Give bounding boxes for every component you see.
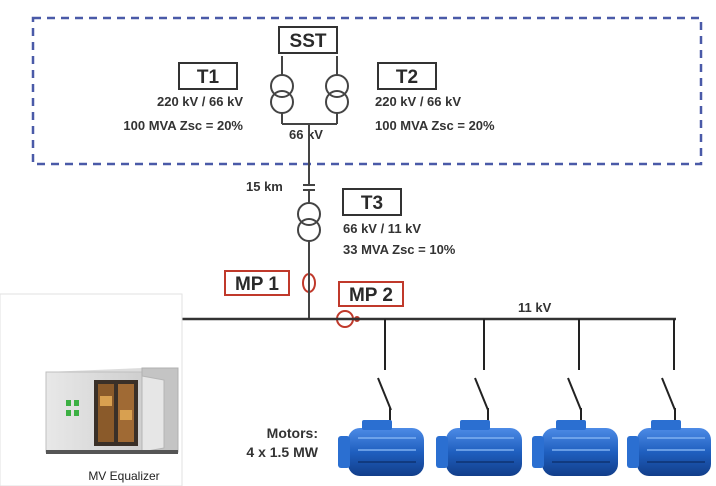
bus-11kv-label: 11 kV (518, 300, 552, 315)
t3-box: T3 (342, 188, 402, 216)
motor-1 (338, 420, 424, 476)
t3-transformer-symbol (297, 202, 321, 272)
t2-spec: 100 MVA Zsc = 20% (375, 118, 495, 133)
motor-feeder-4 (661, 319, 676, 428)
motor-feeder-2 (474, 319, 489, 428)
motor-4 (627, 420, 711, 476)
t1-spec: 100 MVA Zsc = 20% (123, 118, 243, 133)
t2-rating: 220 kV / 66 kV (375, 94, 461, 109)
mp1-box: MP 1 (224, 270, 290, 296)
motors-title: Motors: (267, 425, 318, 441)
mp2-box: MP 2 (338, 281, 404, 307)
line-length-label: 15 km (246, 179, 283, 194)
t3-spec: 33 MVA Zsc = 10% (343, 242, 456, 257)
sst-box: SST (278, 26, 338, 54)
t2-box: T2 (377, 62, 437, 90)
sst-label: SST (290, 31, 327, 52)
mv-equalizer-panel (0, 293, 183, 486)
t3-label: T3 (361, 193, 383, 214)
motor-feeder-1 (377, 319, 392, 428)
t2-label: T2 (396, 67, 418, 88)
motor-2 (436, 420, 522, 476)
mp1-label: MP 1 (235, 274, 279, 295)
t1-rating: 220 kV / 66 kV (157, 94, 243, 109)
t1-box: T1 (178, 62, 238, 90)
motor-3 (532, 420, 618, 476)
t1-transformer-symbol (270, 56, 294, 124)
substation-boundary (31, 16, 703, 166)
bus-66kv-label: 66 kV (289, 127, 323, 142)
feeder-line (303, 124, 315, 203)
mp2-label: MP 2 (349, 285, 393, 306)
t1-label: T1 (197, 67, 220, 88)
t3-rating: 66 kV / 11 kV (343, 221, 421, 236)
mv-equalizer-label: MV Equalizer (88, 469, 159, 483)
t2-transformer-symbol (325, 56, 349, 124)
motor-feeder-3 (567, 319, 582, 428)
motors-spec: 4 x 1.5 MW (246, 444, 318, 460)
